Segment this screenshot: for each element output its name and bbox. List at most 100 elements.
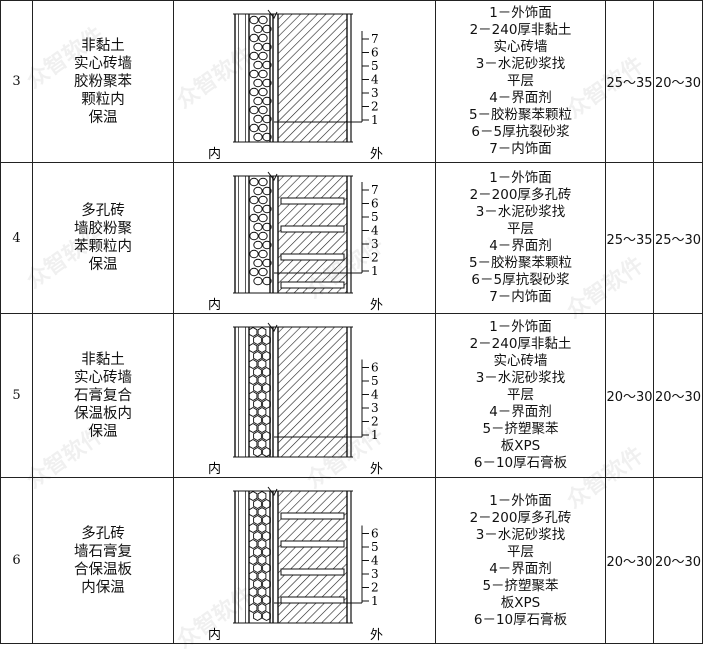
outer-side-label: 外 [370,628,383,643]
legend-line: 2－240厚非黏土 [469,336,572,352]
legend-line: 平层 [507,73,534,89]
wall-type-description: 非黏土实心砖墙胶粉聚苯颗粒内保温 [32,0,174,163]
masonry-wall [278,326,347,457]
value-column-1: 25～35 [605,0,654,163]
wall-section [233,171,353,293]
description-line: 实心砖墙 [74,55,132,72]
wall-type-description: 非黏土实心砖墙石膏复合保温板内保温 [32,313,174,478]
value-column-1: 20～30 [605,313,654,478]
inner-side-label: 内 [208,297,221,313]
legend-line: 4－界面剂 [489,90,552,106]
legend-line: 2－200厚多孔砖 [469,509,572,526]
legend-line: 2－200厚多孔砖 [469,187,572,203]
layer-number: 2 [371,414,379,428]
description-line: 墙胶粉聚 [74,221,132,237]
layer-number: 3 [371,567,379,581]
legend-line: 实心砖墙 [493,353,548,369]
value-column-2: 20～30 [653,477,703,644]
outer-side-label: 外 [370,462,383,477]
legend-line: 平层 [507,543,534,560]
legend-line: 板XPS [500,594,541,611]
legend-line: 5－挤塑聚苯 [482,577,559,594]
outer-side-label: 外 [370,147,383,162]
value-column-2: 25～30 [653,162,703,314]
layer-number: 4 [371,387,379,401]
layer-number: 6 [371,196,379,210]
description-line: 合保温板 [74,561,132,578]
description-line: 保温 [88,257,118,273]
layer-number: 4 [371,72,379,86]
description-line: 多孔砖 [81,525,125,542]
layer-number: 6 [371,45,379,59]
layer-number: 3 [371,86,379,100]
description-line: 胶粉聚苯 [74,73,132,90]
legend-line: 5－胶粉聚苯颗粒 [468,107,573,123]
legend-line: 7－内饰面 [489,289,552,305]
legend-line: 3－水泥砂浆找 [475,204,566,220]
layer-number: 4 [371,223,379,237]
masonry-wall [278,490,347,623]
legend-line: 6－5厚抗裂砂浆 [471,272,570,288]
description-line: 保温 [88,109,118,126]
legend-line: 1－外饰面 [489,170,552,186]
layer-number: 1 [371,113,379,127]
legend-line: 1－外饰面 [489,492,552,509]
description-line: 内保温 [81,579,125,596]
masonry-wall [278,13,347,142]
description-line: 墙石膏复 [74,543,132,560]
layer-number: 5 [371,210,379,224]
legend-line: 平层 [507,387,534,403]
insulation-layer [248,326,271,457]
layer-number: 7 [371,183,379,197]
description-line: 非黏土 [81,351,125,368]
layer-number: 7 [371,32,379,46]
inner-side-label: 内 [208,146,221,162]
legend-line: 实心砖墙 [493,39,548,55]
legend-line: 3－水泥砂浆找 [475,526,566,543]
layer-number: 2 [371,580,379,594]
description-line: 颗粒内 [81,91,125,108]
layer-number: 1 [371,428,379,442]
row-number: 3 [0,0,33,163]
layer-number: 6 [371,526,379,540]
legend-line: 5－挤塑聚苯 [482,421,559,437]
description-line: 保温板内 [74,405,132,422]
legend-line: 3－水泥砂浆找 [475,56,566,72]
wall-type-description: 多孔砖墙石膏复合保温板内保温 [32,477,174,644]
value-column-1: 25～35 [605,162,654,314]
inner-side-label: 内 [208,461,221,477]
row-number: 6 [0,477,33,644]
layer-number: 5 [371,374,379,388]
layer-number: 5 [371,59,379,73]
legend-line: 1－外饰面 [489,319,552,335]
layer-number: 2 [371,250,379,264]
wall-section [233,486,353,623]
legend-line: 4－界面剂 [489,404,552,420]
legend-line: 6－10厚石膏板 [473,611,568,628]
outer-side-label: 外 [370,298,383,313]
legend-line: 2－240厚非黏土 [469,22,572,38]
layer-number: 5 [371,540,379,554]
value-column-2: 20～30 [653,313,703,478]
legend-line: 5－胶粉聚苯颗粒 [468,255,573,271]
layer-number: 1 [371,264,379,278]
wall-section [233,9,353,142]
inner-side-label: 内 [208,627,221,643]
legend-line: 6－5厚抗裂砂浆 [471,124,570,140]
layer-number: 6 [371,360,379,374]
layer-number: 4 [371,553,379,567]
legend-line: 6－10厚石膏板 [473,455,568,471]
